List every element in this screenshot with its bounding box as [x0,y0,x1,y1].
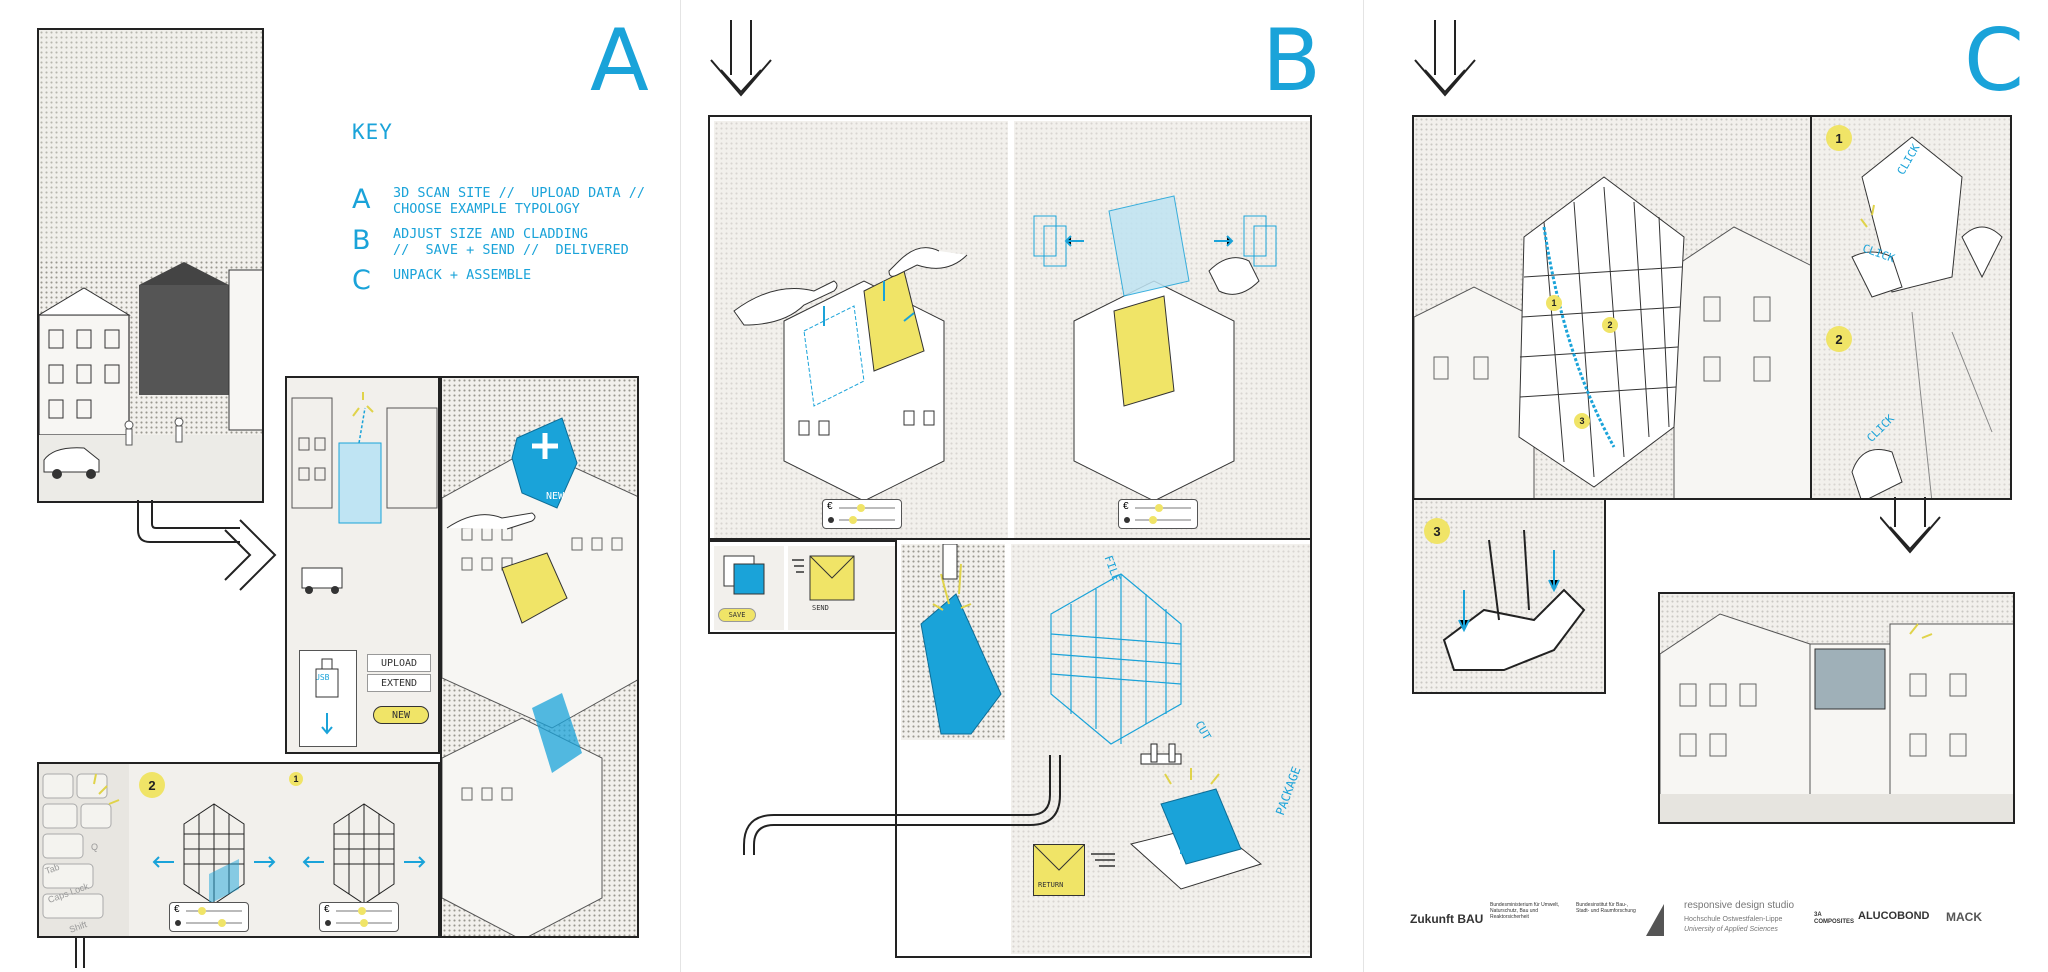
c-detail-2-view: 2 CLICK [1812,312,2010,498]
panel-a-street-scan [37,28,264,503]
usb-label: USB [315,673,330,682]
b-euro-symbol-1: € [827,501,833,512]
euro-symbol: € [174,904,180,915]
return-label: RETURN [1038,881,1064,889]
key-text-a: 3D SCAN SITE // UPLOAD DATA // CHOOSE EX… [393,185,645,217]
new-button[interactable]: NEW [373,706,429,724]
sponsor-university: University of Applied Sciences [1684,926,1778,933]
city-typology-illustration [442,417,637,936]
panel-c-click-details: 1 CLICK CLICK 2 CLICK [1812,115,2012,500]
column-a-letter: A [590,11,649,111]
c-step-1-badge: 1 [1546,295,1562,311]
key-title: KEY [352,120,393,144]
c-detail-1-badge: 1 [1826,125,1852,151]
sponsor-3a-composites: 3A COMPOSITES [1814,912,1855,925]
slider-control-right[interactable]: € [319,902,399,932]
column-b-letter: B [1262,11,1321,111]
usb-drive-icon [315,658,339,735]
panel-c-detail-3: 3 [1412,500,1606,694]
panel-b-adjust: € € [708,115,1312,540]
assembly-illustration [1414,117,1810,498]
panel-c-completed [1658,592,2015,824]
a-bottom-connector [75,938,85,968]
c-step-2-badge: 2 [1602,317,1618,333]
arrow-a-down-right [137,500,277,591]
upload-button[interactable]: UPLOAD [367,654,431,672]
floppy-disk-icon [723,555,765,595]
usb-module[interactable]: USB [299,650,357,747]
sponsor-bmub: Bundesministerium für Umwelt, Naturschut… [1490,902,1560,920]
key-letter-a: A [352,184,371,215]
panel-b-production: FILE CUT PACKAGE RETURN [895,540,1312,958]
envelope-return-icon [1034,845,1084,871]
key-letter-b: B [352,225,371,256]
c-detail-3-badge: 3 [1424,518,1450,544]
completed-street-illustration [1660,594,2013,822]
b-euro-symbol-2: € [1123,501,1129,512]
column-divider-bc [1363,0,1364,972]
adjust-cladding-illustration [1014,121,1310,538]
typology-models [152,803,426,905]
key-letter-c: C [352,265,371,296]
b-slider-tracks-2 [1124,504,1191,524]
sponsor-hochschule: Hochschule Ostwestfalen-Lippe [1684,916,1783,923]
sponsor-zukunft-bau: Zukunft BAU [1410,912,1484,926]
return-module[interactable]: RETURN [1033,844,1085,896]
euro-symbol-2: € [324,904,330,915]
b-slider-control-1[interactable]: € [822,499,902,529]
c-detail-2-badge: 2 [1826,326,1852,352]
step-2-badge: 2 [139,772,165,798]
b-fabrication-view: FILE CUT PACKAGE RETURN [1011,544,1310,954]
b-adjust-size-view: € [714,121,1008,538]
b-step-connector [743,755,1061,855]
sponsor-mack: MACK [1946,910,1982,924]
b-adjust-cladding-view: € [1014,121,1310,538]
b-cutting-view [901,544,1005,740]
envelope-send-icon [792,555,855,601]
cutting-machine-illustration [920,544,1002,735]
adjust-size-illustration [714,121,1008,538]
send-module[interactable]: SEND [788,546,896,630]
panel-b-save-send: SAVE SEND [708,540,898,634]
slider-tracks [175,907,242,927]
panel-a-city-typology: NEW [440,376,639,938]
b-slider-tracks-1 [828,504,895,524]
street-scene-illustration [39,30,262,501]
save-button[interactable]: SAVE [718,608,756,622]
sponsor-logos: Zukunft BAU Bundesministerium für Umwelt… [1410,898,2010,943]
panel-c-assembly: 1 2 3 [1412,115,1812,500]
step-1-badge: 1 [289,772,303,786]
panel-a-scan-upload: USB UPLOAD EXTEND NEW [285,376,440,754]
arrow-c-down [1414,20,1476,97]
keyboard-illustration [42,773,120,919]
save-module[interactable]: SAVE [714,546,784,630]
column-c-letter: C [1964,11,2025,111]
arrow-c-to-final [1880,497,1941,554]
key-text-b: ADJUST SIZE AND CLADDING // SAVE + SEND … [393,226,629,258]
new-card-label: NEW [546,491,565,502]
keyboard: Tab Caps Lock Shift Q [39,764,129,936]
b-slider-control-2[interactable]: € [1118,499,1198,529]
slider-tracks-2 [325,907,392,927]
key-text-c: UNPACK + ASSEMBLE [393,267,532,283]
scan-scene-illustration [291,392,438,594]
sponsor-alucobond: ALUCOBOND [1858,910,1930,922]
extend-button[interactable]: EXTEND [367,674,431,692]
hochschule-logo-icon [1646,904,1664,936]
c-step-3-badge: 3 [1574,413,1590,429]
send-label: SEND [812,604,829,612]
sponsor-bbsr: Bundesinstitut für Bau-, Stadt- und Raum… [1576,902,1636,914]
key-q-label: Q [91,842,99,852]
return-lines-icon [1091,853,1115,867]
panel-a-configure: Tab Caps Lock Shift Q 2 1 € € [37,762,440,938]
sponsor-responsive-design-studio: responsive design studio [1684,900,1795,911]
arrow-b-down [710,20,772,97]
slider-control-left[interactable]: € [169,902,249,932]
c-detail-1-view: 1 CLICK CLICK [1812,117,2010,312]
column-divider-ab [680,0,681,972]
